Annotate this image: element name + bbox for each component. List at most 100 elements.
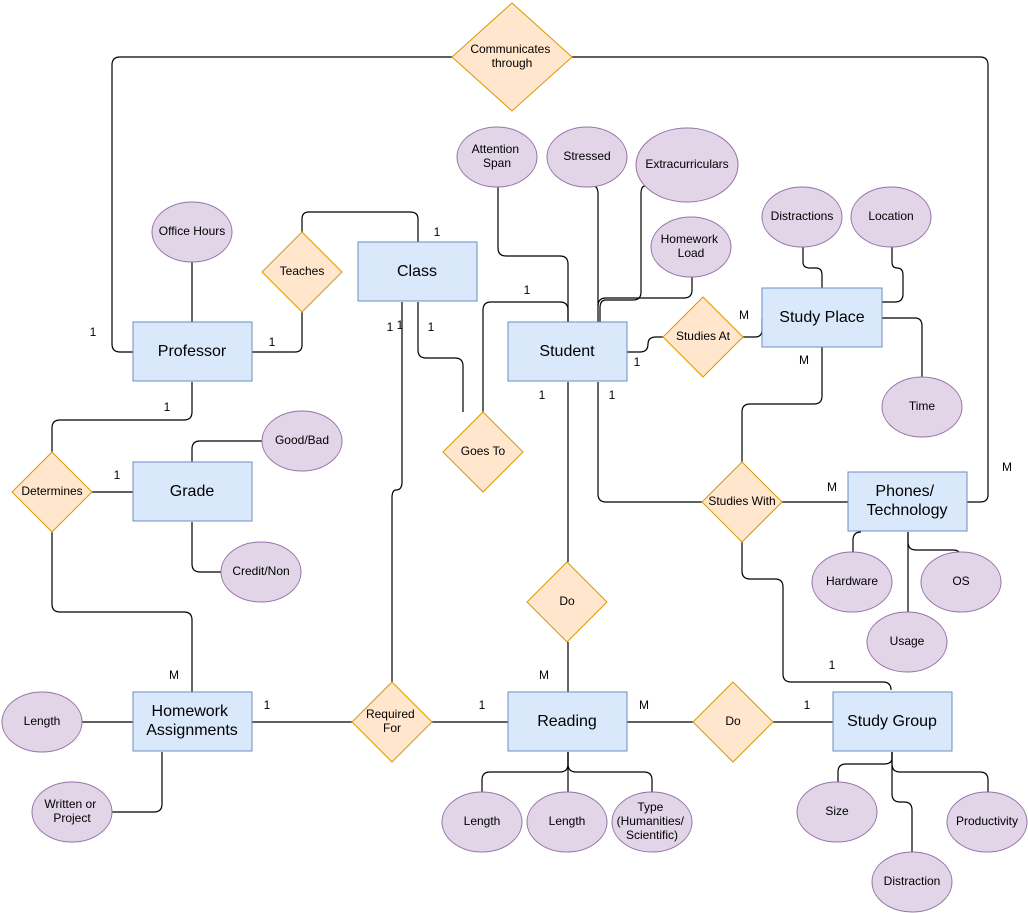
edge-student-extracurriculars: [599, 185, 646, 322]
entity-reading[interactable]: Reading: [507, 691, 628, 752]
relationship-determines-label: Determines: [21, 484, 82, 498]
attribute-attention-span-label: Attention Span: [472, 142, 523, 170]
edge-group-size: [837, 752, 893, 782]
relationship-do-reading-group-label: Do: [725, 714, 741, 728]
attribute-hw-length-label: Length: [24, 714, 61, 728]
cardinality-label: 1: [90, 325, 97, 339]
attribute-reading-length-2[interactable]: Length: [526, 791, 608, 853]
relationship-do-reading-group[interactable]: Do: [692, 681, 774, 763]
cardinality-label: 1: [479, 698, 486, 712]
edge-student-attention-span: [497, 186, 569, 322]
attribute-distraction[interactable]: Distraction: [871, 851, 953, 913]
entity-study-place[interactable]: Study Place: [761, 287, 883, 348]
cardinality-label: 1: [387, 320, 394, 334]
attribute-good-bad-label: Good/Bad: [275, 433, 329, 447]
edge-phones-hardware: [852, 531, 862, 552]
cardinality-label: 1: [428, 320, 435, 334]
relationship-communicates-through[interactable]: Communicates through: [451, 2, 573, 112]
edge-professor-teaches: [252, 312, 303, 353]
cardinality-label: 1: [524, 283, 531, 297]
edge-studies-with-group: [741, 542, 892, 691]
entity-study-group[interactable]: Study Group: [832, 691, 953, 752]
relationship-communicates-through-label: Communicates through: [470, 42, 553, 70]
cardinality-label: 1: [269, 335, 276, 349]
attribute-extracurriculars-label: Extracurriculars: [645, 157, 728, 171]
cardinality-label: 1: [397, 318, 404, 332]
entity-grade-label: Grade: [170, 483, 215, 500]
edge-reading-length-1: [481, 752, 569, 792]
entity-phones-technology[interactable]: Phones/ Technology: [847, 471, 968, 532]
attribute-homework-load[interactable]: Homework Load: [650, 216, 732, 278]
entity-professor[interactable]: Professor: [132, 321, 253, 382]
edge-place-time: [882, 317, 923, 377]
relationship-studies-at[interactable]: Studies At: [662, 296, 744, 378]
edge-professor-communicates: [111, 56, 453, 353]
relationship-goes-to-label: Goes To: [461, 444, 506, 458]
cardinality-label: 1: [264, 698, 271, 712]
edge-student-homework-load: [597, 276, 693, 307]
entity-professor-label: Professor: [158, 343, 227, 360]
attribute-location-label: Location: [868, 209, 913, 223]
attribute-distractions[interactable]: Distractions: [761, 186, 843, 248]
relationship-goes-to[interactable]: Goes To: [442, 411, 524, 493]
entity-grade[interactable]: Grade: [132, 461, 253, 522]
attribute-time-label: Time: [909, 399, 936, 413]
cardinality-label: 1: [164, 400, 171, 414]
cardinality-label: M: [639, 698, 649, 712]
edge-group-productivity: [891, 752, 989, 792]
edge-class-required-for: [391, 302, 403, 682]
edge-student-stressed: [588, 185, 599, 322]
edge-place-studies-with: [741, 347, 823, 462]
attribute-homework-load-label: Homework Load: [661, 232, 722, 260]
attribute-hw-length[interactable]: Length: [1, 691, 83, 753]
relationship-studies-with[interactable]: Studies With: [701, 461, 783, 543]
attribute-location[interactable]: Location: [850, 186, 932, 248]
cardinality-label: M: [827, 480, 837, 494]
attribute-written-or-project-label: Written or Project: [44, 797, 99, 825]
edge-place-location: [882, 246, 904, 303]
entity-student-label: Student: [539, 343, 595, 360]
attribute-attention-span[interactable]: Attention Span: [456, 126, 538, 188]
relationship-studies-at-label: Studies At: [676, 329, 731, 343]
relationship-determines[interactable]: Determines: [11, 451, 93, 533]
attribute-os[interactable]: OS: [920, 551, 1002, 613]
attribute-office-hours[interactable]: Office Hours: [151, 201, 233, 263]
attribute-distraction-label: Distraction: [884, 874, 941, 888]
cardinality-label: M: [169, 668, 179, 682]
relationship-do-student-reading-label: Do: [559, 594, 575, 608]
edge-student-studies-with: [597, 382, 703, 503]
edge-class-goes-to: [417, 302, 464, 412]
attribute-size-label: Size: [825, 804, 849, 818]
cardinality-label: 1: [804, 698, 811, 712]
edge-group-distraction: [891, 752, 913, 852]
cardinality-label: 1: [114, 468, 121, 482]
edge-determines-homework: [51, 532, 193, 692]
attribute-time[interactable]: Time: [881, 376, 963, 438]
relationship-do-student-reading[interactable]: Do: [526, 561, 608, 643]
entity-homework-assignments-label: Homework Assignments: [146, 703, 238, 739]
edge-student-studies-at: [627, 336, 663, 353]
attribute-hardware[interactable]: Hardware: [811, 551, 893, 613]
relationship-required-for[interactable]: Required For: [351, 681, 433, 763]
attribute-productivity[interactable]: Productivity: [946, 791, 1028, 853]
entity-homework-assignments[interactable]: Homework Assignments: [132, 691, 253, 752]
attribute-credit-non[interactable]: Credit/Non: [220, 541, 302, 603]
attribute-good-bad[interactable]: Good/Bad: [261, 410, 343, 472]
attribute-extracurriculars[interactable]: Extracurriculars: [635, 127, 739, 203]
entity-reading-label: Reading: [537, 713, 597, 730]
edge-professor-determines: [51, 382, 193, 452]
entity-student[interactable]: Student: [507, 321, 628, 382]
attribute-size[interactable]: Size: [796, 781, 878, 843]
entity-class[interactable]: Class: [357, 241, 478, 302]
attribute-reading-type-label: Type (Humanities/ Scientific): [617, 800, 688, 842]
relationship-teaches[interactable]: Teaches: [261, 231, 343, 313]
cardinality-label: M: [799, 353, 809, 367]
cardinality-label: 1: [634, 355, 641, 369]
attribute-stressed[interactable]: Stressed: [546, 126, 628, 188]
attribute-reading-length-1[interactable]: Length: [441, 791, 523, 853]
attribute-written-or-project[interactable]: Written or Project: [31, 781, 113, 843]
attribute-usage[interactable]: Usage: [866, 611, 948, 673]
attribute-reading-type[interactable]: Type (Humanities/ Scientific): [611, 791, 693, 853]
